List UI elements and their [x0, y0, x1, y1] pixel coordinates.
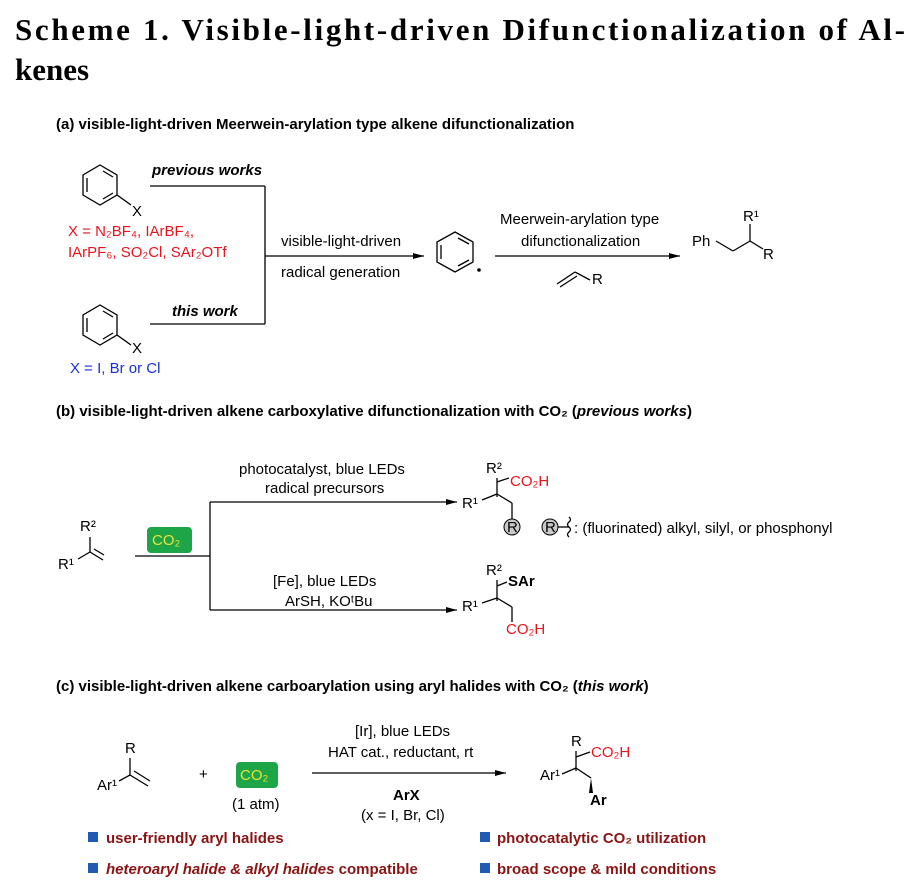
bullet-square-icon: [480, 863, 490, 873]
arrow1-label-bottom: radical generation: [281, 264, 400, 281]
alkene-substrate-b: R² R¹: [58, 518, 105, 573]
r-definition: R : (fluorinated) alkyl, silyl, or phosp…: [541, 516, 832, 538]
alkene-r-label: R: [592, 271, 603, 288]
aryl-x-structure-bottom: X: [82, 304, 142, 357]
radical-dot: [477, 268, 481, 272]
carboxylated-product-lower: R² SAr R¹ CO₂H: [462, 562, 545, 638]
halide-list: X = I, Br or Cl: [70, 360, 160, 377]
arrow2-label-line1: Meerwein-arylation type: [500, 211, 659, 228]
meerwein-product-structure: Ph R¹ R: [692, 208, 774, 263]
carboxylated-product-upper: R² CO₂H R¹ R: [462, 460, 549, 536]
upper-r1-label: R¹: [462, 495, 478, 512]
upper-conditions-line1: photocatalyst, blue LEDs: [239, 461, 405, 478]
arrow1-label-top: visible-light-driven: [281, 233, 401, 250]
upper-conditions-line2: radical precursors: [265, 480, 384, 497]
lower-conditions-line2: ArSH, KOᵗBu: [285, 593, 373, 610]
arrow2-label-line2: difunctionalization: [521, 233, 640, 250]
bullet-square-icon: [480, 832, 490, 842]
panel-a-header: (a) visible-light-driven Meerwein-arylat…: [56, 116, 574, 133]
halide-scope-note: (x = I, Br, Cl): [361, 807, 445, 824]
conditions-line1: [Ir], blue LEDs: [355, 723, 450, 740]
panel-c-header: (c) visible-light-driven alkene carboary…: [56, 678, 649, 695]
product-ar-label: Ar: [590, 792, 607, 809]
product-ph-label: Ph: [692, 233, 710, 250]
leaving-group-list-line1: X = N₂BF₄, IArBF₄,: [68, 223, 194, 240]
divergent-arrows: [135, 499, 457, 613]
upper-r2-label: R²: [486, 460, 502, 477]
bullet-compatibility: heteroaryl halide & alkyl halides compat…: [106, 861, 418, 878]
bullet-square-icon: [88, 832, 98, 842]
bullet-square-icon: [88, 863, 98, 873]
product-r-label: R: [571, 733, 582, 750]
lower-sar-label: SAr: [508, 573, 535, 590]
co2-pressure-label: (1 atm): [232, 796, 280, 813]
lower-co2h-label: CO₂H: [506, 621, 545, 638]
co2-badge: [236, 762, 278, 788]
bullet-broad-scope: broad scope & mild conditions: [497, 861, 716, 878]
r-definition-text: : (fluorinated) alkyl, silyl, or phospho…: [574, 520, 832, 537]
scheme-title-line2: kenes: [15, 52, 89, 87]
atom-x-label: X: [132, 340, 142, 357]
bullet-aryl-halides: user-friendly aryl halides: [106, 830, 284, 847]
co2-badge-label: CO₂: [240, 767, 269, 784]
aryl-halide-reagent: ArX: [393, 787, 420, 804]
product-r-label: R: [763, 246, 774, 263]
substrate-r-label: R: [125, 740, 136, 757]
atom-x-label: X: [132, 203, 142, 220]
alkene-r2-label: R²: [80, 518, 96, 535]
product-ar1-label: Ar¹: [540, 767, 560, 784]
r-legend-label: R: [545, 519, 556, 536]
conditions-line2: HAT cat., reductant, rt: [328, 744, 474, 761]
alkene-reagent: R: [556, 271, 603, 288]
feature-bullets: user-friendly aryl halides photocatalyti…: [88, 830, 716, 878]
previous-works-label: previous works: [151, 162, 262, 179]
scheme-title-line1: Scheme 1. Visible-light-driven Difunctio…: [15, 12, 905, 47]
alkene-substrate-c: R Ar¹: [97, 740, 151, 794]
phenyl-radical-structure: [436, 231, 481, 273]
product-co2h-label: CO₂H: [591, 744, 630, 761]
merge-bracket: [150, 185, 266, 325]
substrate-ar1-label: Ar¹: [97, 777, 117, 794]
co2-badge: [147, 527, 192, 553]
lower-r2-label: R²: [486, 562, 502, 579]
panel-b-header: (b) visible-light-driven alkene carboxyl…: [56, 403, 692, 420]
alkene-r1-label: R¹: [58, 556, 74, 573]
plus-sign: +: [199, 766, 208, 783]
wedge-bond: [589, 778, 593, 793]
lower-conditions-line1: [Fe], blue LEDs: [273, 573, 376, 590]
co2-badge-label: CO₂: [152, 532, 181, 549]
r-radical-circle: [503, 518, 521, 536]
carboarylation-product: R CO₂H Ar¹ Ar: [540, 733, 630, 809]
r-circle-label: R: [507, 519, 518, 536]
upper-co2h-label: CO₂H: [510, 473, 549, 490]
lower-r1-label: R¹: [462, 598, 478, 615]
wavy-bond-icon: [566, 516, 572, 538]
leaving-group-list-line2: IArPF₆, SO₂Cl, SAr₂OTf: [68, 244, 227, 261]
product-r1-label: R¹: [743, 208, 759, 225]
this-work-label: this work: [172, 303, 239, 320]
bullet-co2-utilization: photocatalytic CO₂ utilization: [497, 830, 706, 847]
aryl-x-structure-top: X: [82, 164, 142, 220]
